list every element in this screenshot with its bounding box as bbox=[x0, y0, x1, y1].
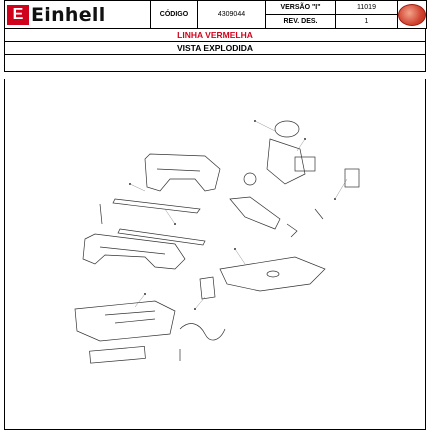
product-line: LINHA VERMELHA bbox=[4, 29, 426, 42]
lower-arm-part bbox=[82, 233, 186, 270]
base-part bbox=[74, 300, 176, 342]
quality-seal-icon bbox=[398, 3, 426, 26]
brand-logo-cell: E Einhell bbox=[4, 0, 151, 29]
version-label: VERSÃO "I" bbox=[265, 0, 336, 15]
motor-cover-part bbox=[294, 156, 316, 172]
switch-box-part bbox=[344, 168, 360, 188]
spacer-row bbox=[4, 55, 426, 72]
work-table-part bbox=[219, 256, 326, 292]
motor-housing-part bbox=[266, 138, 306, 185]
upper-rail-part bbox=[112, 198, 201, 214]
exploded-view-drawing bbox=[4, 79, 426, 430]
header-table: E Einhell CÓDIGO 4309044 VERSÃO "I" 1101… bbox=[4, 0, 427, 29]
code-value: 4309044 bbox=[197, 0, 266, 29]
lower-rail-part bbox=[117, 228, 206, 246]
power-cable-part bbox=[179, 323, 226, 341]
leader-lines bbox=[129, 120, 348, 310]
rev-label: REV. DES. bbox=[265, 14, 336, 29]
tilt-bracket-part bbox=[199, 276, 216, 300]
pulley-part bbox=[274, 120, 300, 138]
badge-cell bbox=[397, 0, 427, 29]
brand-logo: E Einhell bbox=[5, 2, 150, 28]
brand-mark-icon: E bbox=[7, 4, 29, 25]
part-callouts bbox=[129, 120, 336, 310]
exploded-view-svg bbox=[74, 120, 360, 364]
version-value: 11019 bbox=[335, 0, 398, 15]
brand-name: Einhell bbox=[31, 3, 106, 26]
parts-sheet: E Einhell CÓDIGO 4309044 VERSÃO "I" 1101… bbox=[4, 0, 427, 430]
code-label: CÓDIGO bbox=[150, 0, 198, 29]
rev-value: 1 bbox=[335, 14, 398, 29]
upper-arm-part bbox=[144, 153, 221, 192]
base-plate-part bbox=[89, 346, 146, 364]
view-title: VISTA EXPLODIDA bbox=[4, 42, 426, 55]
blade-guard-part bbox=[229, 196, 281, 230]
